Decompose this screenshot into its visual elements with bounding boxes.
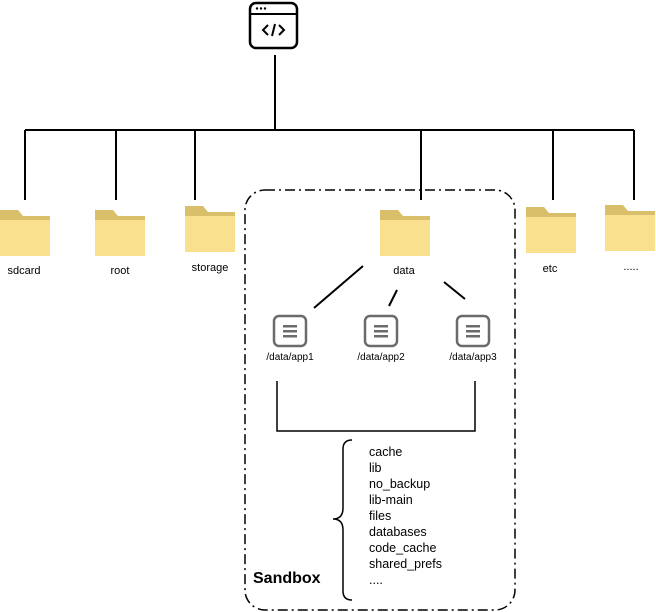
- sandbox-curly-brace: [332, 439, 353, 601]
- document-icon-app3: [455, 314, 491, 348]
- sandbox-title: Sandbox: [253, 570, 321, 587]
- folder-label-more: .....: [623, 261, 639, 273]
- folder-label-etc: etc: [542, 263, 558, 275]
- tree-connectors: [24, 55, 635, 200]
- folder-icon-more: [605, 205, 655, 251]
- sandbox-directory-list: cache lib no_backup lib-main files datab…: [369, 444, 442, 588]
- code-window-icon: [248, 1, 299, 50]
- sandbox-dir-item: files: [369, 509, 392, 523]
- folder-label-root: root: [110, 265, 130, 277]
- sandbox-dir-item: shared_prefs: [369, 557, 442, 571]
- sandbox-dir-item: lib: [369, 461, 382, 475]
- folder-label-sdcard: sdcard: [7, 265, 41, 277]
- sandbox-dir-item: lib-main: [369, 493, 413, 507]
- sandbox-boundary: [244, 189, 516, 611]
- folder-icon-etc: [526, 207, 576, 253]
- sandbox-dir-item: databases: [369, 525, 427, 539]
- folder-icon-storage: [185, 206, 235, 252]
- document-icon-app1: [272, 314, 308, 348]
- folder-label-storage: storage: [191, 262, 229, 274]
- folder-label-data: data: [393, 265, 415, 277]
- app-connectors: [313, 265, 466, 309]
- app-label-3: /data/app3: [449, 352, 497, 363]
- app-label-2: /data/app2: [357, 352, 405, 363]
- sandbox-dir-item: ....: [369, 573, 383, 587]
- folder-icon-sdcard: [0, 210, 50, 256]
- apps-bracket: [276, 381, 476, 432]
- folder-icon-root: [95, 210, 145, 256]
- sandbox-dir-item: no_backup: [369, 477, 431, 491]
- document-icon-app2: [363, 314, 399, 348]
- sandbox-dir-item: cache: [369, 445, 403, 459]
- folder-icon-data: [380, 210, 430, 256]
- app-label-1: /data/app1: [266, 352, 314, 363]
- sandbox-dir-item: code_cache: [369, 541, 437, 555]
